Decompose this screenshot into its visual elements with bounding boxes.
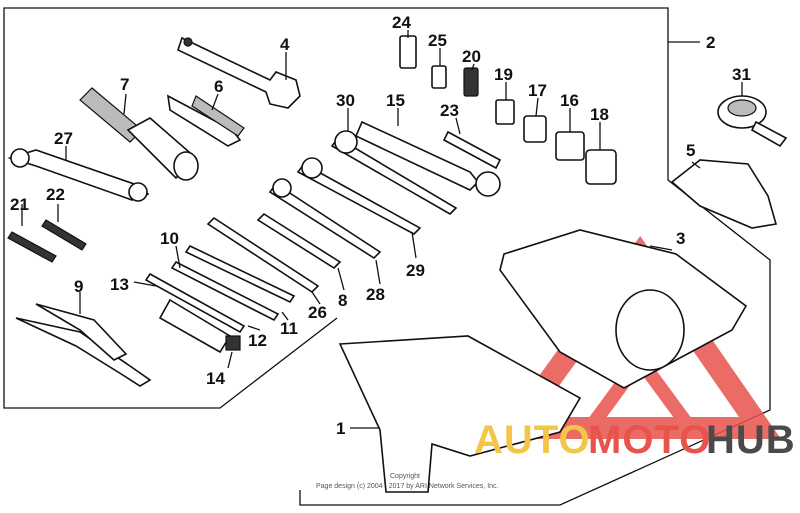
callout-15: 15: [386, 91, 405, 110]
callout-12: 12: [248, 331, 267, 350]
callout-10: 10: [160, 229, 179, 248]
tire-pressure-gauge-illustration: [717, 95, 788, 148]
callout-24: 24: [392, 13, 411, 32]
offset-ring-wrench-illustration: [7, 148, 150, 202]
callout-6: 6: [214, 77, 223, 96]
copyright-line-1: Copyright: [390, 473, 420, 480]
callout-3: 3: [676, 229, 685, 248]
tool-tray-illustration: [338, 335, 582, 493]
screwdriver-handle-illustration: [158, 298, 241, 354]
callout-17: 17: [528, 81, 547, 100]
leader-lines: [21, 30, 743, 429]
callout-8: 8: [338, 291, 347, 310]
callout-18: 18: [590, 105, 609, 124]
ratchet-handle-illustration: [354, 120, 501, 197]
group-boundary-outline: [3, 7, 771, 506]
callout-27: 27: [54, 129, 73, 148]
tool-pouch-illustration: [670, 159, 778, 229]
callout-26: 26: [308, 303, 327, 322]
callout-2: 2: [706, 33, 715, 52]
callout-21: 21: [10, 195, 29, 214]
callout-4: 4: [280, 35, 290, 54]
callout-5: 5: [686, 141, 695, 160]
callout-31: 31: [732, 65, 751, 84]
callout-13: 13: [110, 275, 129, 294]
callout-25: 25: [428, 31, 447, 50]
copyright-line-2: Page design (c) 2004 - 2017 by ARI Netwo…: [316, 483, 499, 490]
callout-labels: 1 2 3 4 5 6 7 8 9 10 11 12 13 14 15 16 1…: [10, 13, 751, 438]
feeler-gauge-illustration: [166, 94, 245, 147]
callout-19: 19: [494, 65, 513, 84]
extension-bar-illustration: [442, 130, 502, 170]
watermark-text-hub: HUB: [706, 418, 796, 462]
callout-11: 11: [280, 319, 298, 338]
callout-30: 30: [336, 91, 355, 110]
callout-16: 16: [560, 91, 579, 110]
watermark-text-auto: AUTO: [474, 418, 591, 462]
callout-28: 28: [366, 285, 385, 304]
spare-pins-illustration: [7, 219, 87, 263]
tool-bag-illustration: [499, 229, 748, 389]
callout-14: 14: [206, 369, 225, 388]
callout-29: 29: [406, 261, 425, 280]
callout-23: 23: [440, 101, 459, 120]
callout-7: 7: [120, 75, 129, 94]
watermark-text-moto: MOTO: [588, 418, 712, 462]
pliers-illustration: [15, 303, 152, 387]
callout-20: 20: [462, 47, 481, 66]
callout-1: 1: [336, 419, 345, 438]
sockets-illustration: [399, 35, 617, 185]
spark-plug-socket-illustration: [79, 87, 199, 181]
adjustable-wrench-illustration: [177, 36, 301, 109]
callout-22: 22: [46, 185, 65, 204]
screwdrivers-illustration: [144, 244, 296, 334]
callout-9: 9: [74, 277, 83, 296]
